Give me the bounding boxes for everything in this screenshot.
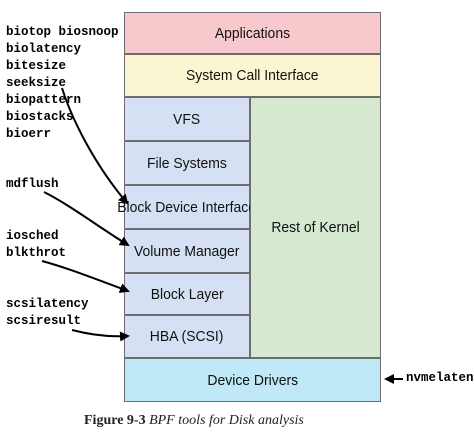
block-layer-tools-list: iosched blkthrot — [6, 228, 66, 262]
file-systems-layer: File Systems — [124, 141, 250, 185]
tool-label: biostacks — [6, 110, 74, 124]
applications-label: Applications — [214, 24, 291, 42]
figure-title: BPF tools for Disk analysis — [149, 413, 304, 428]
hba-scsi-layer: HBA (SCSI) — [124, 315, 250, 358]
file-systems-label: File Systems — [147, 154, 227, 172]
block-device-interface-layer: Block Device Interface — [118, 185, 256, 229]
block-tools-list: biotop biosnoop biolatency bitesize seek… — [6, 24, 119, 143]
vfs-layer: VFS — [124, 97, 250, 141]
tool-label: bitesize — [6, 59, 67, 73]
rest-of-kernel-label: Rest of Kernel — [271, 219, 360, 236]
arrow-block-layer — [41, 260, 130, 293]
system-call-interface-layer: System Call Interface — [124, 54, 381, 97]
volume-manager-label: Volume Manager — [134, 242, 240, 260]
tool-label: bioerr — [6, 127, 52, 141]
tool-label: scsiresult — [6, 314, 82, 328]
hba-scsi-label: HBA (SCSI) — [150, 328, 224, 345]
scsi-tools-list: scsilatency scsiresult — [6, 296, 89, 330]
arrow-hba-scsi — [71, 329, 130, 342]
device-drivers-layer: Device Drivers — [124, 358, 381, 402]
tool-label: iosched — [6, 229, 59, 243]
vfs-label: VFS — [173, 110, 201, 128]
block-layer-layer: Block Layer — [124, 273, 250, 315]
tool-label: biolatency — [6, 42, 82, 56]
figure-caption: Figure 9-3 BPF tools for Disk analysis — [84, 413, 304, 429]
device-drivers-label: Device Drivers — [207, 371, 298, 389]
arrow-block-device-interface — [61, 87, 129, 205]
volume-manager-layer: Volume Manager — [124, 229, 250, 273]
tool-label: scsilatency — [6, 297, 89, 311]
block-layer-label: Block Layer — [150, 285, 224, 303]
tool-label: mdflush — [6, 177, 59, 191]
tool-label: nvmelatency — [406, 371, 474, 385]
tool-label: blkthrot — [6, 246, 67, 260]
tool-label: seeksize — [6, 76, 67, 90]
tool-label: biotop biosnoop — [6, 25, 119, 39]
driver-tools-list: nvmelatency — [406, 370, 474, 387]
block-device-interface-label: Block Device Interface — [117, 198, 257, 216]
arrow-volume-manager — [43, 191, 130, 247]
figure-number: Figure 9-3 — [84, 413, 146, 428]
system-call-interface-label: System Call Interface — [186, 67, 319, 84]
applications-layer: Applications — [124, 12, 381, 54]
rest-of-kernel-layer: Rest of Kernel — [250, 97, 381, 358]
tool-label: biopattern — [6, 93, 82, 107]
volume-tools-list: mdflush — [6, 176, 59, 193]
